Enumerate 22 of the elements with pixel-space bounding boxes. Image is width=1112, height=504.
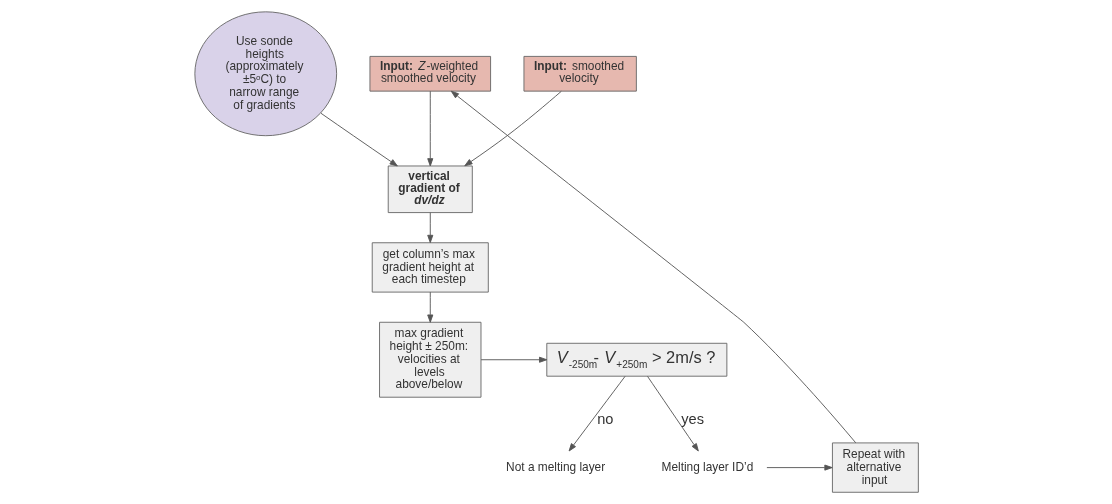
arrow [426, 291, 433, 323]
node-box: max gradient height ± 250m: velocities at levels above/below [378, 321, 481, 398]
arrow [450, 90, 856, 444]
arrow [319, 112, 398, 167]
arrow [426, 212, 433, 244]
node-box: vertical gradient of dv/dz [387, 165, 473, 214]
edge-label: no [596, 410, 613, 427]
node-box: get column’s max gradient height at each timestep [371, 242, 489, 293]
edge-label: yes [680, 410, 704, 427]
arrow [765, 464, 833, 471]
node-box: V$_{-250m}$- V$_{+250m}$ > 2m/s ? [545, 342, 727, 377]
node-text: Not a melting layer [505, 459, 605, 474]
arrow [426, 90, 433, 167]
node-box: Input: Z-weighted smoothed velocity [369, 55, 491, 92]
node-box: Repeat with alternative input [831, 442, 919, 493]
arrow [480, 356, 547, 363]
node-ellipse: Use sonde heights (approximately ±5ᵒC) to narrow range of gradients [193, 11, 337, 137]
arrow [568, 375, 626, 452]
node-box: Input: smoothed velocity [523, 55, 637, 92]
arrow [646, 375, 699, 452]
arrow [463, 90, 562, 167]
node-text: Melting layer ID’d [661, 459, 753, 474]
